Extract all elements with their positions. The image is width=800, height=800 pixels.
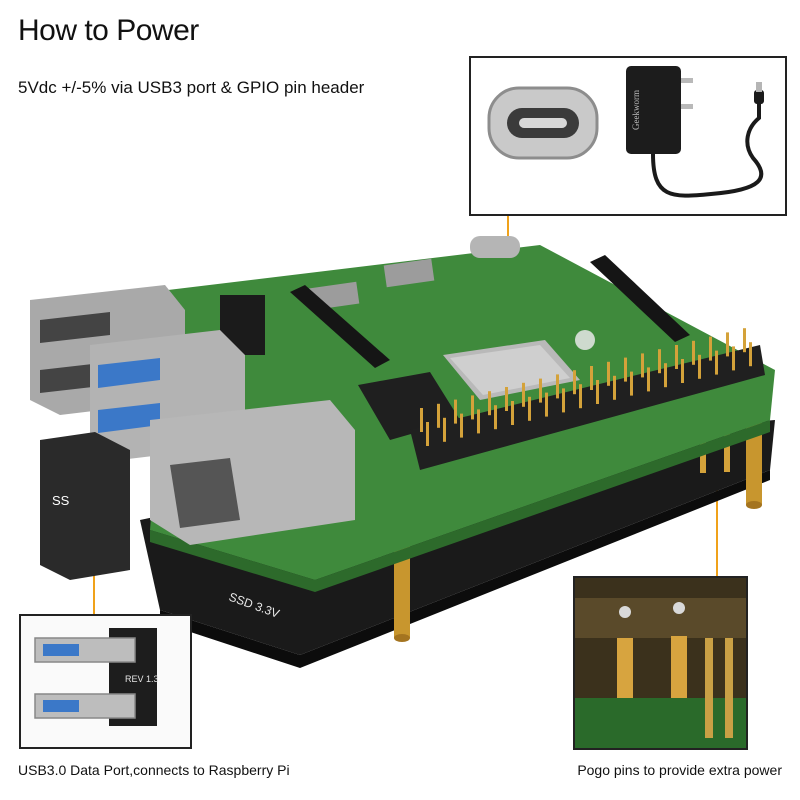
gpio-pin bbox=[675, 345, 678, 369]
gpio-pin bbox=[613, 375, 616, 400]
power-adapter-icon bbox=[626, 66, 681, 154]
gpio-pin bbox=[477, 409, 480, 434]
gpio-pin bbox=[426, 422, 429, 446]
usb2-port bbox=[40, 312, 110, 343]
gpio-pin bbox=[709, 336, 712, 361]
callout-line-usbc bbox=[507, 216, 509, 246]
gpio-pin bbox=[528, 396, 531, 421]
usb3-bridge-connector bbox=[40, 432, 130, 580]
usb-c-adapter-illustration: Geekworm bbox=[487, 66, 764, 198]
gpio-pin bbox=[443, 417, 446, 442]
display-connector bbox=[290, 285, 390, 368]
caption-usb3: USB3.0 Data Port,connects to Raspberry P… bbox=[18, 762, 290, 778]
gpio-pin bbox=[488, 391, 491, 416]
gpio-pin bbox=[522, 382, 525, 407]
caption-pogo: Pogo pins to provide extra power bbox=[577, 762, 782, 778]
gpio-pin bbox=[471, 395, 474, 420]
callout-usb3-bridge: REV 1.3 bbox=[19, 614, 192, 749]
ram-chip bbox=[358, 372, 460, 440]
camera-connector bbox=[590, 255, 690, 342]
gpio-pin bbox=[454, 399, 457, 424]
gpio-pin bbox=[726, 332, 729, 357]
gpio-header bbox=[410, 345, 765, 470]
gpio-pin bbox=[562, 388, 565, 413]
usb-c-tip-small bbox=[756, 82, 762, 92]
gpio-pin bbox=[494, 405, 497, 430]
rev-label: REV 1.3 bbox=[125, 674, 159, 684]
header-pin-row bbox=[725, 638, 733, 738]
gpio-pin bbox=[590, 366, 593, 390]
gpio-pin bbox=[743, 328, 746, 353]
gpio-pins bbox=[420, 328, 752, 446]
pad bbox=[619, 606, 631, 618]
gpio-pin bbox=[732, 346, 735, 371]
gpio-pin bbox=[505, 387, 508, 411]
gpio-pin bbox=[460, 413, 463, 438]
usb3-port-blue bbox=[98, 358, 160, 388]
adapter-prong bbox=[681, 104, 693, 109]
gpio-pin bbox=[715, 350, 718, 375]
pad bbox=[673, 602, 685, 614]
gpio-pin bbox=[511, 401, 514, 425]
gpio-pin bbox=[692, 340, 695, 365]
gpio-pin bbox=[420, 408, 423, 432]
ethernet-jack bbox=[170, 458, 240, 528]
standoff-cap bbox=[746, 501, 762, 509]
pogo-pin-closeup bbox=[671, 636, 687, 718]
adapter-cable bbox=[651, 94, 764, 198]
usb3-plug-bottom-insert bbox=[43, 700, 79, 712]
usb-c-port bbox=[470, 236, 520, 258]
raspberry-logo bbox=[575, 330, 595, 350]
gpio-pin bbox=[698, 354, 701, 379]
hdmi-port bbox=[383, 258, 435, 288]
gpio-pin bbox=[545, 392, 548, 417]
gpio-pin bbox=[573, 370, 576, 395]
callout-line-pogo bbox=[716, 470, 718, 576]
gpio-pin bbox=[647, 367, 650, 392]
closeup-pcb-bottom bbox=[575, 698, 746, 748]
standoff-cap bbox=[394, 634, 410, 642]
page-subtitle: 5Vdc +/-5% via USB3 port & GPIO pin head… bbox=[18, 78, 365, 97]
gpio-pin bbox=[596, 380, 599, 404]
gpio-pin bbox=[641, 353, 644, 378]
gpio-pin bbox=[658, 349, 661, 374]
gpio-pin bbox=[437, 403, 440, 428]
adapter-prong bbox=[681, 78, 693, 83]
pogo-pins-closeup bbox=[575, 578, 746, 748]
page-title: How to Power bbox=[18, 14, 199, 47]
gpio-pin bbox=[539, 378, 542, 403]
usb3-bridge-illustration: REV 1.3 bbox=[34, 628, 159, 726]
gpio-pin bbox=[749, 342, 752, 367]
gpio-pin bbox=[579, 384, 582, 409]
adapter-brand-label: Geekworm bbox=[631, 90, 641, 130]
gpio-pin bbox=[607, 361, 610, 386]
callout-pogo-pins bbox=[573, 576, 748, 750]
usb-c-plug-small bbox=[754, 90, 764, 104]
gpio-pin bbox=[681, 359, 684, 383]
callout-usb-c-adapter: Geekworm bbox=[469, 56, 787, 216]
usb-ss-label: SS bbox=[52, 493, 70, 508]
usb-c-tongue bbox=[519, 118, 567, 128]
usb3-plug-top-insert bbox=[43, 644, 79, 656]
gpio-pin bbox=[664, 363, 667, 388]
gpio-pin bbox=[556, 374, 559, 399]
header-pin-row bbox=[705, 638, 713, 738]
gpio-pin bbox=[630, 371, 633, 396]
gpio-pin bbox=[624, 357, 627, 382]
closeup-board-top bbox=[575, 598, 746, 638]
usb3-port-blue bbox=[98, 403, 160, 433]
